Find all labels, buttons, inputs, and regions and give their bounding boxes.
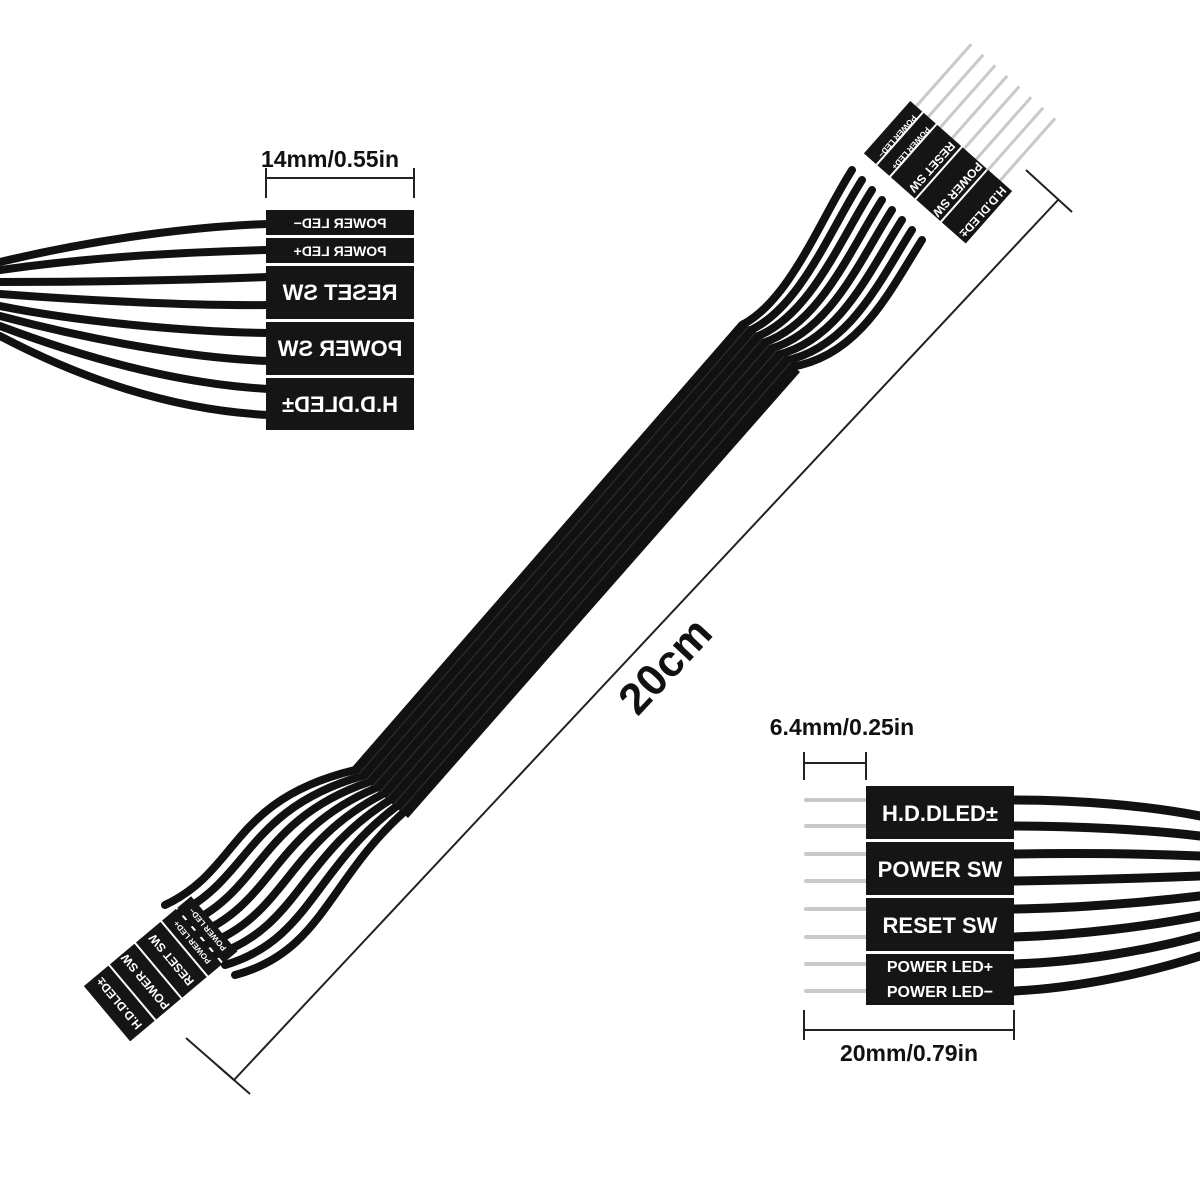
main-cable (161, 166, 926, 979)
top-end-connector: POWER LED− POWER LED+ RESET SW POWER SW … (863, 43, 1057, 244)
left-width-dimension (265, 168, 415, 198)
right-label-reset-sw: RESET SW (883, 913, 998, 938)
left-label-reset-sw: RESET SW (282, 280, 397, 305)
right-pins (804, 798, 868, 993)
length-label: 20cm (609, 608, 722, 724)
left-closeup: POWER LED− POWER LED+ RESET SW POWER SW … (0, 146, 415, 430)
left-connector: POWER LED− POWER LED+ RESET SW POWER SW … (266, 210, 414, 430)
left-label-power-led-plus: POWER LED+ (294, 243, 387, 259)
right-label-power-sw: POWER SW (878, 857, 1003, 882)
length-dimension (185, 169, 1073, 1095)
pin-length-dimension (803, 752, 867, 780)
left-label-power-led-minus: POWER LED− (294, 215, 387, 231)
right-label-power-led-plus: POWER LED+ (887, 959, 993, 976)
left-label-power-sw: POWER SW (277, 336, 402, 361)
pin-length-label: 6.4mm/0.25in (770, 714, 914, 740)
left-width-label: 14mm/0.55in (261, 146, 399, 172)
right-closeup: H.D.DLED± POWER SW RESET SW POWER LED+ P… (770, 714, 1200, 1066)
right-width-label: 20mm/0.79in (840, 1040, 978, 1066)
right-label-hdd-led: H.D.DLED± (882, 801, 998, 826)
left-wires (0, 220, 272, 419)
left-label-hdd-led: H.D.DLED± (282, 392, 398, 417)
right-width-dimension (803, 1010, 1015, 1040)
right-connector: H.D.DLED± POWER SW RESET SW POWER LED+ P… (866, 786, 1014, 1005)
right-wires (1009, 795, 1200, 996)
bottom-end-connector: H.D.DLED± POWER SW RESET SW POWER LED+ P… (83, 896, 238, 1042)
right-label-power-led-minus: POWER LED− (887, 984, 993, 1001)
